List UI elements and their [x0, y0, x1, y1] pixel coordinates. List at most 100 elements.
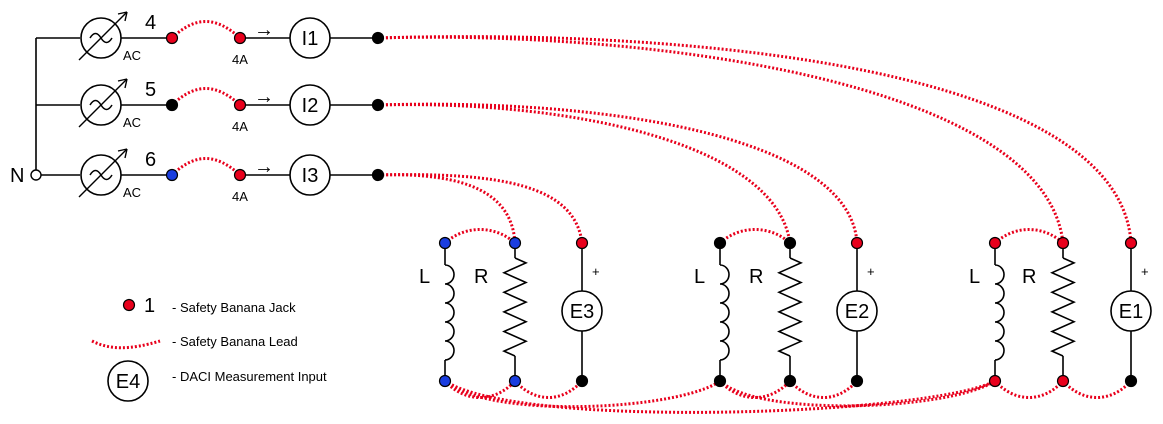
- meter-out-jack-2: [371, 98, 385, 112]
- lead-I2-E2: [377, 102, 859, 244]
- current-meter-1: [289, 17, 331, 59]
- L-R-top-lead-3: [993, 228, 1065, 245]
- current-meter-3-label: I3: [302, 165, 319, 187]
- R-E-bottom-lead-1: [513, 379, 584, 399]
- R-E-bottom-lead-2: [788, 379, 859, 399]
- resistor-bottom-jack-2: [783, 374, 797, 388]
- voltage-meter-1: [561, 290, 603, 332]
- meter-out-jack-1: [371, 31, 385, 45]
- fuse-jack-3: [233, 168, 247, 182]
- legend-jack-icon: [122, 298, 136, 312]
- lead-I1-E1: [377, 35, 1133, 244]
- R-E-bottom-lead-3: [1061, 379, 1133, 399]
- voltage-meter-1-label: E3: [570, 301, 594, 323]
- inductor-label-1: L: [419, 266, 430, 288]
- voltmeter-pos-jack-2: [850, 236, 864, 250]
- current-arrow-2: →: [254, 86, 274, 108]
- source-number-1: 4: [145, 12, 156, 34]
- source-number-2: 5: [145, 79, 156, 101]
- voltmeter-neg-jack-1: [575, 374, 589, 388]
- voltmeter-polarity-1: +: [592, 264, 600, 279]
- banana-leads: [170, 20, 1133, 414]
- resistor-1: [502, 257, 528, 357]
- inductor-bottom-jack-3: [988, 374, 1002, 388]
- inductor-top-jack-2: [713, 236, 727, 250]
- voltmeter-neg-jack-3: [1124, 374, 1138, 388]
- resistor-top-jack-3: [1056, 236, 1070, 250]
- resistor-label-1: R: [474, 266, 488, 288]
- meter-out-jack-3: [371, 168, 385, 182]
- resistor-3: [1050, 257, 1076, 357]
- fuse-lead-2: [170, 87, 242, 107]
- voltage-meter-2-label: E2: [845, 301, 869, 323]
- legend-jack-number: 1: [144, 295, 155, 317]
- source-type-1: AC: [123, 48, 141, 63]
- inductor-label-3: L: [969, 266, 980, 288]
- inductor-2: [719, 264, 730, 361]
- L-R-top-lead-1: [443, 228, 517, 245]
- voltmeter-pos-jack-1: [575, 236, 589, 250]
- voltage-meter-3: [1110, 290, 1152, 332]
- symbols: [30, 11, 1152, 402]
- source-type-3: AC: [123, 185, 141, 200]
- source-jack-3: [165, 168, 179, 182]
- voltmeter-pos-jack-3: [1124, 236, 1138, 250]
- fuse-lead-3: [170, 157, 242, 177]
- inductor-label-2: L: [694, 266, 705, 288]
- legend-jack-text: - Safety Banana Jack: [172, 300, 296, 315]
- fuse-label-3: 4A: [232, 189, 248, 204]
- jacks: [122, 31, 1138, 388]
- voltage-meter-2: [836, 290, 878, 332]
- fuse-lead-1: [170, 20, 242, 40]
- legend-meter-text: - DACI Measurement Input: [172, 369, 327, 384]
- inductor-top-jack-3: [988, 236, 1002, 250]
- arrow-head-icon: [117, 11, 128, 22]
- arrow-head-icon: [117, 148, 128, 159]
- current-meter-3: [289, 154, 331, 196]
- fuse-label-1: 4A: [232, 52, 248, 67]
- current-meter-1-label: I1: [302, 28, 319, 50]
- source-jack-1: [165, 31, 179, 45]
- current-arrow-3: →: [254, 156, 274, 178]
- lead-N-group3-group1: [444, 379, 996, 414]
- legend-lead-icon: [91, 339, 161, 350]
- inductor-top-jack-1: [438, 236, 452, 250]
- current-meter-2: [289, 84, 331, 126]
- neutral-label: N: [10, 165, 24, 187]
- neutral-terminal: [30, 169, 42, 181]
- resistor-bottom-jack-1: [508, 374, 522, 388]
- inductor-bottom-jack-2: [713, 374, 727, 388]
- source-jack-2: [165, 98, 179, 112]
- resistor-top-jack-2: [783, 236, 797, 250]
- lead-N-group2-group1: [718, 379, 996, 408]
- fuse-jack-2: [233, 98, 247, 112]
- lead-I3-E3: [377, 173, 584, 244]
- resistor-bottom-jack-3: [1056, 374, 1070, 388]
- legend-meter-icon: [107, 360, 149, 402]
- legend-lead-text: - Safety Banana Lead: [172, 334, 298, 349]
- L-R-bottom-lead-3: [993, 379, 1065, 399]
- L-R-top-lead-2: [718, 228, 792, 245]
- fuse-jack-1: [233, 31, 247, 45]
- lead-I1-R1: [377, 35, 1065, 244]
- inductor-3: [994, 264, 1005, 361]
- voltage-meter-3-label: E1: [1119, 301, 1143, 323]
- current-meter-2-label: I2: [302, 95, 319, 117]
- resistor-label-3: R: [1022, 266, 1036, 288]
- source-type-2: AC: [123, 115, 141, 130]
- resistor-label-2: R: [749, 266, 763, 288]
- current-arrow-1: →: [254, 19, 274, 41]
- resistor-top-jack-1: [508, 236, 522, 250]
- fuse-label-2: 4A: [232, 119, 248, 134]
- arrow-head-icon: [117, 78, 128, 89]
- inductor-1: [444, 264, 455, 361]
- voltmeter-neg-jack-2: [850, 374, 864, 388]
- resistor-2: [777, 257, 803, 357]
- source-number-3: 6: [145, 149, 156, 171]
- legend-meter-icon-label: E4: [116, 371, 140, 393]
- voltmeter-polarity-2: +: [867, 264, 875, 279]
- inductor-bottom-jack-1: [438, 374, 452, 388]
- variable-arrow-icon: [78, 78, 128, 128]
